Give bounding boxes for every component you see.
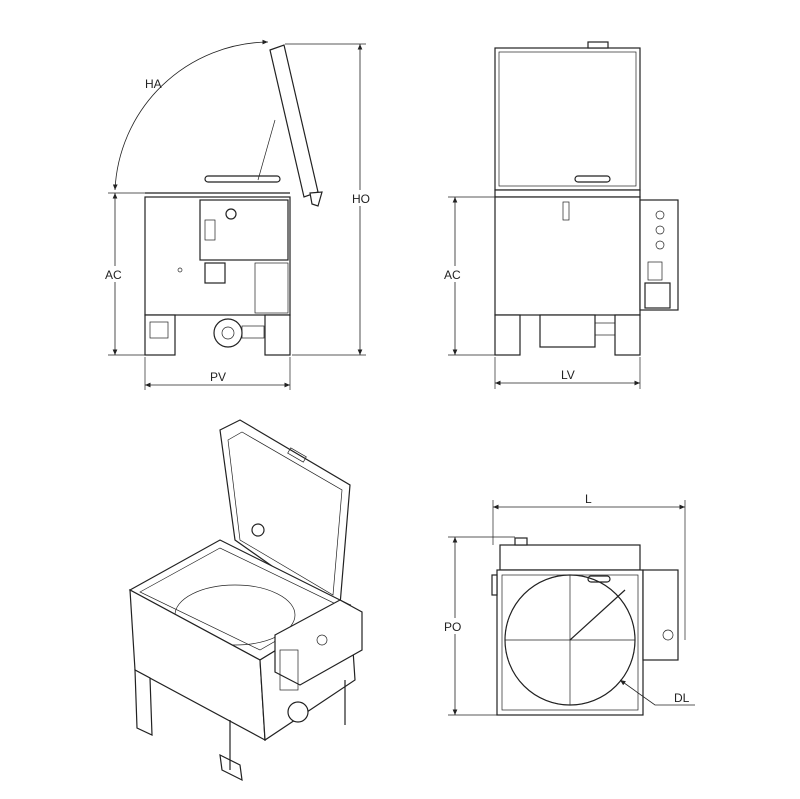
side-control-box (199, 199, 289, 261)
top-control-box (642, 569, 679, 661)
front-lid-open (494, 47, 641, 191)
top-view: L PO DL (443, 492, 695, 716)
front-pump (539, 314, 596, 348)
side-pump (213, 318, 243, 348)
ac-label-side: AC (105, 268, 122, 282)
front-leg-left (494, 314, 521, 356)
side-handle (204, 175, 281, 183)
side-lid-open (269, 44, 319, 198)
dl-leader (619, 679, 695, 706)
side-leg-left (144, 314, 176, 356)
front-lid-handle (587, 41, 609, 49)
side-view: HA HO AC PV (104, 39, 372, 390)
ha-label: HA (145, 77, 162, 91)
pv-label: PV (210, 370, 226, 384)
iso-control-box (274, 599, 363, 686)
iso-pump (287, 701, 309, 723)
po-label: PO (444, 620, 461, 634)
front-view: AC LV (443, 41, 679, 389)
top-lid-edge (499, 544, 641, 571)
front-body (494, 196, 641, 316)
l-label: L (585, 492, 592, 506)
ac-label-front: AC (444, 268, 461, 282)
front-leg-right (614, 314, 641, 356)
ho-label: HO (352, 192, 370, 206)
side-leg-right (264, 314, 291, 356)
lv-label: LV (561, 368, 575, 382)
ha-dimension-arc (112, 39, 269, 191)
isometric-view (128, 419, 363, 782)
dl-label: DL (674, 691, 690, 705)
front-motor (644, 282, 671, 309)
side-motor (204, 262, 226, 284)
